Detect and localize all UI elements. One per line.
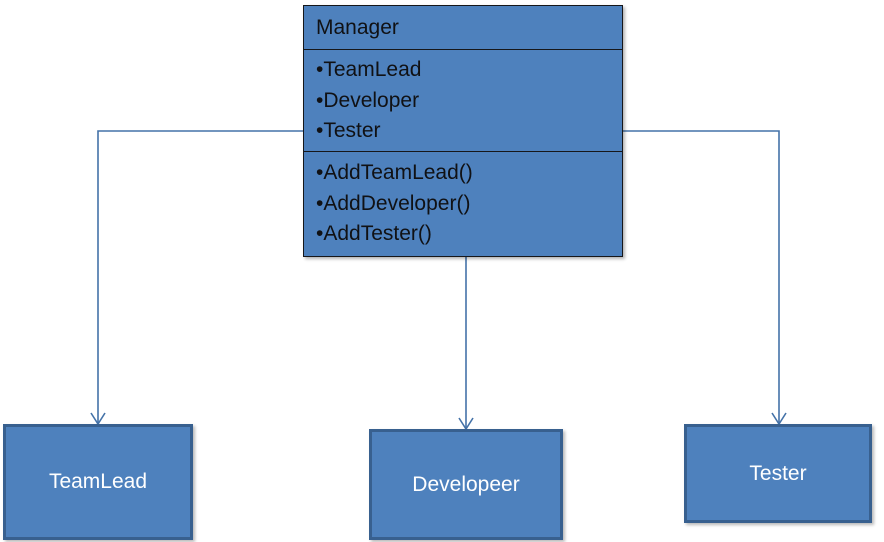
operation-row: •AddDeveloper() (316, 189, 612, 220)
bullet-icon: • (316, 161, 324, 184)
attribute-row: •Developer (316, 86, 612, 117)
bullet-icon: • (316, 88, 324, 112)
class-name-tester: Tester (749, 461, 807, 485)
operation-label: AddDeveloper() (323, 191, 471, 215)
uml-class-tester[interactable]: Tester (684, 424, 872, 523)
attribute-row: •TeamLead (316, 55, 612, 86)
attribute-label: Developer (323, 88, 420, 112)
operation-label: AddTeamLead() (323, 161, 473, 184)
class-name-teamlead: TeamLead (48, 470, 148, 493)
class-name-manager: Manager (316, 15, 399, 39)
operation-row: •AddTeamLead() (316, 158, 612, 189)
uml-class-manager[interactable]: Manager •TeamLead •Developer •Tester •Ad… (303, 5, 623, 257)
arrowhead-teamlead (90, 412, 106, 426)
uml-class-developeer[interactable]: Developeer (369, 429, 563, 540)
arrowhead-developeer (458, 417, 474, 431)
bullet-icon: • (316, 222, 324, 245)
class-name-developeer: Developeer (412, 472, 520, 496)
connector-manager-to-tester (623, 130, 780, 424)
connector-manager-to-teamlead (97, 130, 303, 424)
bullet-icon: • (316, 58, 324, 81)
attributes-compartment: •TeamLead •Developer •Tester (304, 49, 622, 151)
arrowhead-tester (771, 412, 787, 426)
attribute-label: Tester (323, 119, 381, 142)
attribute-row: •Tester (316, 116, 612, 147)
operations-compartment: •AddTeamLead() •AddDeveloper() •AddTeste… (304, 151, 622, 257)
bullet-icon: • (316, 119, 324, 142)
operation-row: •AddTester() (316, 219, 612, 250)
bullet-icon: • (316, 191, 324, 215)
attribute-label: TeamLead (323, 58, 422, 81)
uml-class-teamlead[interactable]: TeamLead (3, 424, 193, 540)
operation-label: AddTester() (323, 222, 432, 245)
